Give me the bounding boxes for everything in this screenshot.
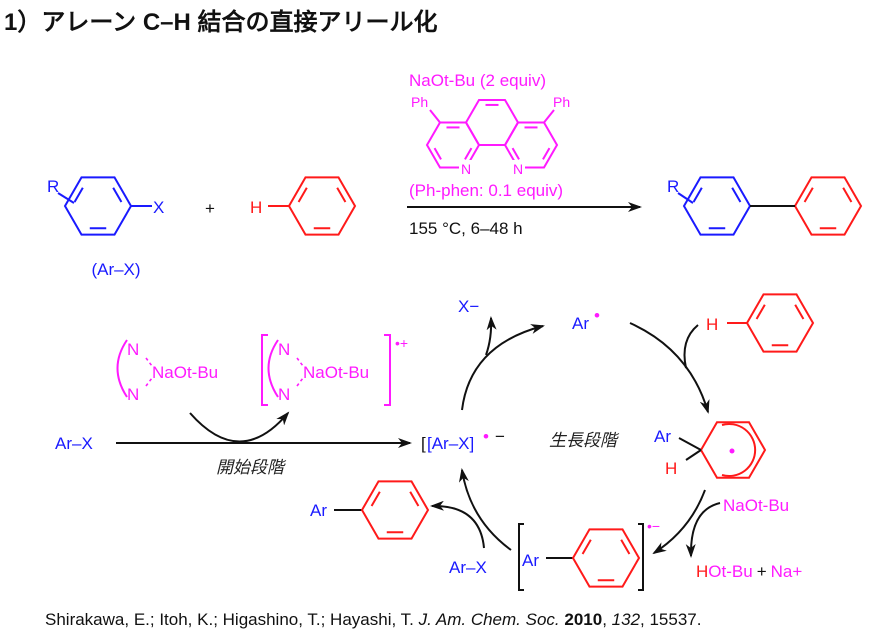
svg-text:N: N bbox=[127, 340, 139, 359]
hexagon-ring bbox=[745, 293, 815, 353]
substituent-bond bbox=[57, 192, 75, 204]
initiation-label: 開始段階 bbox=[216, 458, 287, 477]
svg-text:Ar: Ar bbox=[654, 427, 671, 446]
arx-start: Ar–X bbox=[55, 434, 93, 453]
svg-text:•: • bbox=[483, 427, 489, 446]
ph-phen-ligand: N N Ph Ph bbox=[411, 94, 570, 177]
radical-anion: [Ar–X] bbox=[427, 434, 474, 453]
aryl-radical: Ar bbox=[572, 314, 589, 333]
svg-text:H: H bbox=[706, 315, 718, 334]
svg-text:R: R bbox=[667, 177, 679, 196]
radical-anion-charge: •− bbox=[647, 518, 660, 534]
benzene: H bbox=[250, 176, 357, 236]
svg-text:NaOt-Bu: NaOt-Bu bbox=[303, 363, 369, 382]
initiation-step: N N NaOt-Bu N N NaOt-Bu •+ Ar–X 開始段階 bbox=[55, 334, 412, 477]
conditions: 155 °C, 6–48 h bbox=[409, 219, 523, 238]
phenyl-right: Ph bbox=[553, 94, 570, 110]
plus-sign: + bbox=[205, 199, 215, 218]
svg-text:N: N bbox=[513, 161, 523, 177]
svg-text:H: H bbox=[665, 459, 677, 478]
section-title: 1）アレーン C–H 結合の直接アリール化 bbox=[4, 8, 438, 36]
propagation-label: 生長段階 bbox=[549, 431, 620, 450]
citation: Shirakawa, E.; Itoh, K.; Higashino, T.; … bbox=[45, 610, 701, 629]
phenyl-left: Ph bbox=[411, 94, 428, 110]
reagent-base: NaOt-Bu (2 equiv) bbox=[409, 71, 546, 90]
svg-text:−: − bbox=[495, 427, 505, 446]
base: NaOt-Bu bbox=[152, 363, 218, 382]
hexagon-ring bbox=[360, 480, 430, 540]
svg-text:N: N bbox=[278, 385, 290, 404]
svg-text:•: • bbox=[594, 306, 600, 325]
biaryl-product: R bbox=[667, 176, 863, 236]
svg-text:Ar: Ar bbox=[522, 551, 539, 570]
hexagon-ring bbox=[464, 98, 520, 147]
x-label: X bbox=[153, 198, 164, 217]
svg-text:Ar–X: Ar–X bbox=[449, 558, 487, 577]
hexagon-ring bbox=[571, 528, 641, 588]
benzene-ring bbox=[287, 176, 357, 236]
aryl-halide: R X (Ar–X) bbox=[47, 176, 164, 279]
r-label: R bbox=[47, 177, 59, 196]
svg-text:N: N bbox=[278, 340, 290, 359]
propagation-cycle: [ [Ar–X] • − X− Ar • H Ar H 生長段階 NaOt-Bu… bbox=[310, 293, 815, 591]
h-label: H bbox=[250, 198, 262, 217]
electron-transfer-arrow bbox=[189, 411, 290, 443]
svg-text:N: N bbox=[461, 161, 471, 177]
radical-cation-charge: •+ bbox=[395, 335, 408, 351]
svg-text:Ar: Ar bbox=[310, 501, 327, 520]
ligand-label: (Ph-phen: 0.1 equiv) bbox=[409, 181, 563, 200]
hexagon-ring bbox=[682, 176, 752, 236]
halide-anion: X− bbox=[458, 297, 479, 316]
svg-text:NaOt-Bu: NaOt-Bu bbox=[723, 496, 789, 515]
arx-label: (Ar–X) bbox=[91, 260, 140, 279]
hexagon-ring bbox=[793, 176, 863, 236]
svg-text:N: N bbox=[127, 385, 139, 404]
aryl-ring bbox=[63, 176, 133, 236]
svg-text:[: [ bbox=[421, 434, 426, 453]
byproducts: HOt-Bu+Na+ bbox=[696, 562, 802, 581]
